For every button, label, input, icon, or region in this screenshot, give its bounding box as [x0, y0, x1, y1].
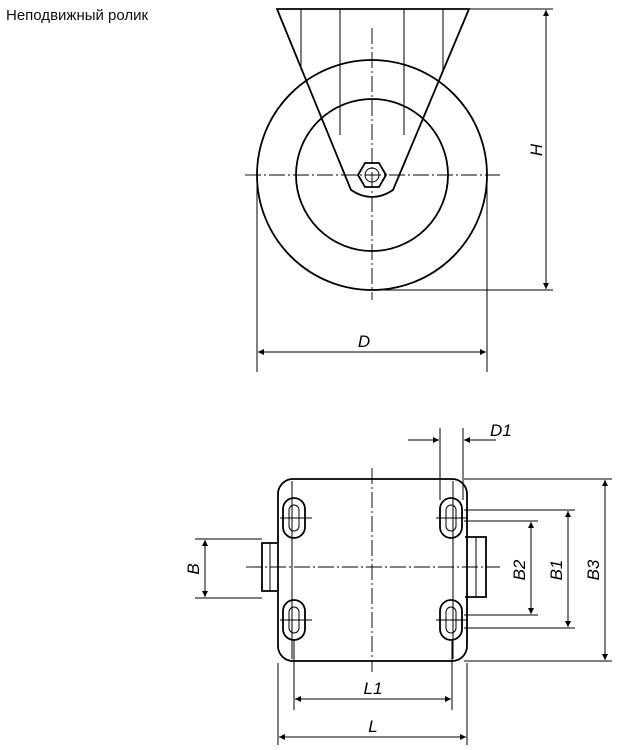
label-b: B	[184, 563, 203, 574]
top-view: D1 B3 B1 B2 B L1 L	[184, 421, 612, 745]
label-b1: B1	[547, 560, 566, 581]
label-h: H	[527, 143, 546, 156]
label-l1: L1	[364, 679, 383, 698]
label-d: D	[358, 332, 370, 351]
side-view: H D	[245, 8, 553, 372]
caption-title: Неподвижный ролик	[6, 7, 149, 24]
label-l: L	[368, 717, 377, 736]
base-plate	[277, 478, 468, 662]
label-b2: B2	[510, 559, 529, 580]
bracket-fork	[275, 8, 471, 198]
label-d1: D1	[490, 421, 512, 440]
label-b3: B3	[584, 559, 603, 580]
